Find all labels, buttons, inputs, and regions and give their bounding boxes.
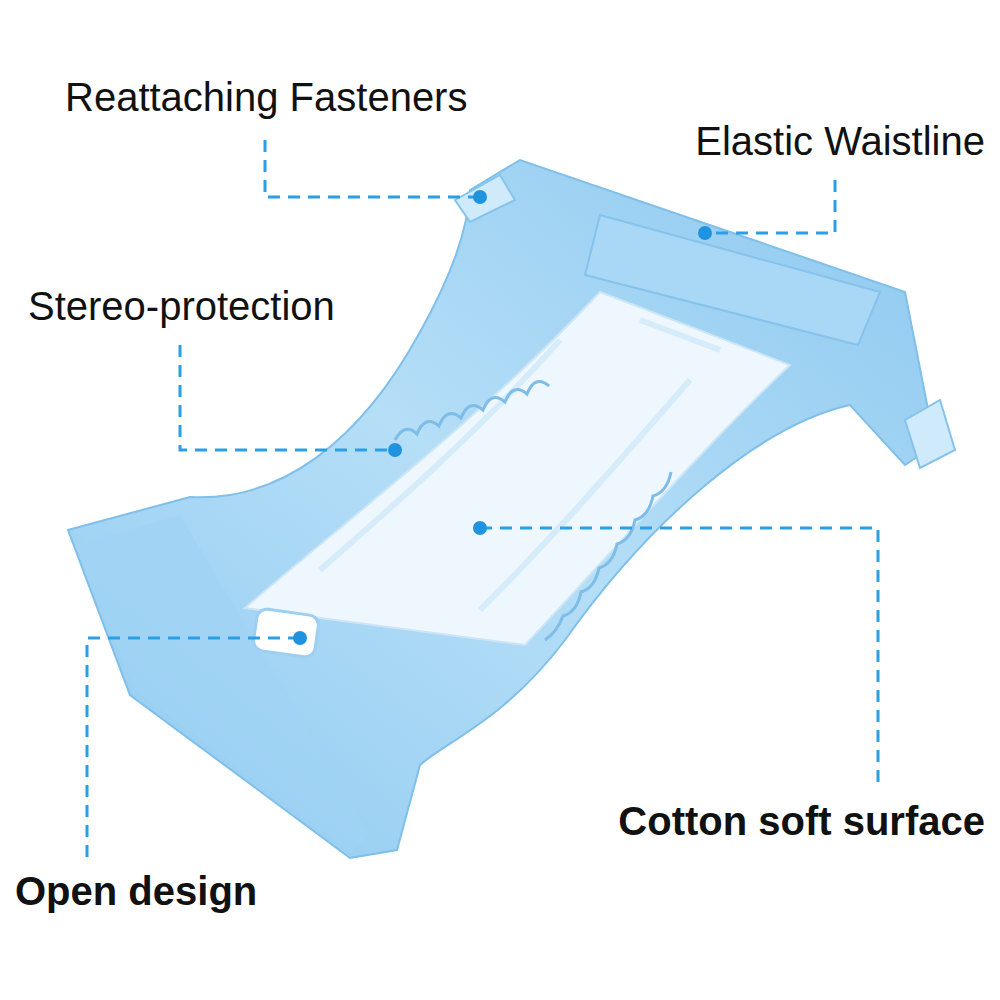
- leader-dot: [698, 226, 712, 240]
- part-label: Reattaching Fasteners: [65, 74, 467, 120]
- leader-dot: [388, 443, 402, 457]
- leader-line: [180, 345, 395, 450]
- side-ruffle: [545, 472, 671, 640]
- leader-line: [265, 140, 480, 197]
- absorbent-pad: [245, 292, 790, 645]
- leader-line: [87, 638, 300, 862]
- diaper-outline: [68, 160, 935, 858]
- leader-dot: [473, 190, 487, 204]
- leader-line: [480, 528, 878, 788]
- leader-dot: [473, 521, 487, 535]
- open-window: [252, 608, 319, 658]
- fastener-tab: [455, 175, 515, 222]
- pad-channels: [320, 320, 720, 610]
- part-label: Elastic Waistline: [695, 118, 985, 164]
- leader-lines: [87, 140, 878, 862]
- leader-dot: [293, 631, 307, 645]
- part-label: Open design: [15, 868, 257, 914]
- part-label: Cotton soft surface: [618, 798, 985, 844]
- leader-line: [705, 180, 835, 233]
- side-ruffle: [395, 382, 549, 441]
- part-label: Stereo-protection: [28, 283, 335, 329]
- fastener-tab: [905, 400, 955, 468]
- leader-dots: [293, 190, 712, 645]
